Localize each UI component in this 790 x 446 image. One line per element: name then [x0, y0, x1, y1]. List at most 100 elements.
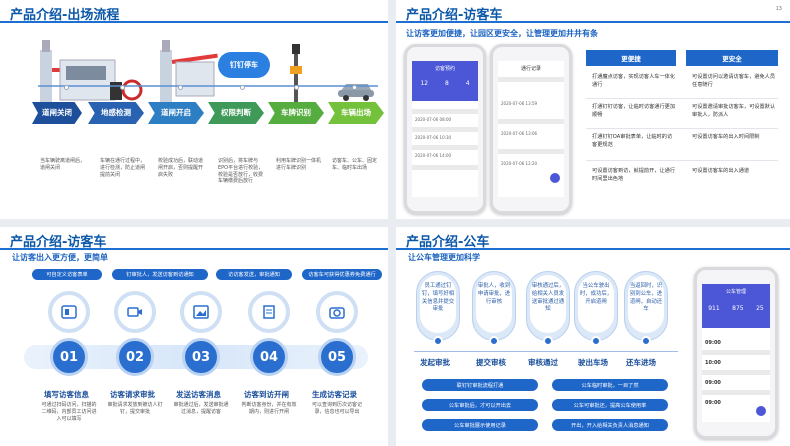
- step-label: 填写访客信息: [44, 390, 89, 399]
- step-pin: 当公车驶出时，成功后，开启道闸: [574, 271, 618, 346]
- barrier-gate-icon: [40, 40, 116, 102]
- phone-screen: 访客预约 12 8 4 2020-07-06 08:00 2020-07-06 …: [412, 61, 478, 197]
- step-label: 发起审批: [420, 358, 450, 367]
- step-desc: 识别后，将车牌与EPO平台进行校验，校验是否放行，收费车辆缴费后放行: [218, 158, 264, 185]
- step-number: 02: [116, 338, 154, 376]
- list-item[interactable]: 2020-07-06 08:00: [415, 117, 452, 122]
- stat-value: 4: [465, 80, 470, 87]
- page-number: 13: [775, 6, 782, 12]
- feature-pill: 公车可审批还，提高公车使用率: [552, 399, 668, 411]
- step-desc: 判断访客身份，并在有效期内，则进行开闸: [241, 402, 297, 415]
- step-desc: 可通过扫码访问，扫描的二维码，内部员工访问进入可以填写: [41, 402, 97, 422]
- stat-value: 911: [708, 305, 720, 312]
- column-header-convenient: 更便捷: [586, 50, 676, 66]
- step-pin: 员工通过钉钉，填写好相关信息并提交审批: [416, 271, 460, 346]
- cloud-label: 钉钉停车: [230, 61, 258, 69]
- list-item[interactable]: 2020-07-06 13:06: [501, 131, 538, 136]
- cloud-badge: 钉钉停车: [218, 52, 270, 78]
- timeline-dot: [352, 85, 357, 90]
- form-icon: [61, 305, 77, 319]
- step-label: 驶出车场: [578, 358, 608, 367]
- flow-illustrations: [38, 40, 378, 102]
- feature-pill: 公车临时审批，一目了然: [552, 379, 668, 391]
- timeline-dot: [64, 85, 69, 90]
- step-desc: 校验成功后，联动道闸开启，否则提醒开启失败: [158, 158, 204, 178]
- feature-pill: 公车审批展示使用记录: [422, 419, 538, 431]
- camera-icon: [329, 307, 345, 319]
- stat-value: 25: [756, 305, 764, 312]
- step-label: 访客到访开闸: [244, 390, 289, 399]
- timeline-dot: [178, 85, 183, 90]
- list-item[interactable]: 2020-07-06 13:59: [501, 101, 538, 106]
- step-desc: 车辆在通行过程中，进行检测，防止道闸提前关闭: [100, 158, 146, 178]
- list-item[interactable]: 2020-07-06 12:20: [501, 161, 538, 166]
- step-label: 发送访客消息: [176, 390, 221, 399]
- phone-mockup: 公车管理 911 875 25 09:00 10:00 09:00 09:00: [694, 267, 778, 439]
- panel-exit-flow: 产品介绍-出场流程: [0, 0, 388, 219]
- convenience-item: 可设置访客到访，就提前开，让通行时间里出色地: [592, 168, 676, 182]
- step-desc: 可以查询到历次访客记录，信息也可以导出: [311, 402, 362, 415]
- panel-title: 产品介绍-访客车: [406, 8, 503, 23]
- stat-value: 875: [732, 305, 744, 312]
- feature-pill: 访客车可获得优惠券免费通行: [302, 269, 382, 280]
- panel-official-car: 产品介绍-公车 让公车管理更加科学 员工通过钉钉，填写好相关信息并提交审批 审批…: [396, 227, 790, 446]
- feature-pill: 联钉钉审批流程打通: [422, 379, 538, 391]
- title-underline: [0, 21, 388, 23]
- stat-value: 12: [420, 80, 429, 87]
- step-number: 05: [318, 338, 356, 376]
- panel-subtitle: 让访客更加便捷，让园区更安全，让管理更加井井有条: [406, 29, 598, 38]
- step-plate-recog: 车牌识别: [268, 102, 324, 124]
- barrier-gate-open-icon: [160, 40, 218, 102]
- list-item[interactable]: 09:00: [705, 340, 721, 346]
- phone-mockup: 通行记录 2020-07-06 13:59 2020-07-06 13:06 2…: [490, 44, 572, 214]
- app-title: 访客预约: [434, 66, 455, 72]
- step-permission: 权限判断: [208, 102, 264, 124]
- step-door-close: 道闸关闭: [32, 102, 82, 124]
- list-item[interactable]: 09:00: [705, 380, 721, 386]
- step-number: 03: [182, 338, 220, 376]
- convenience-item: 打通钉钉访客，让临时访客通行更加顺畅: [592, 104, 676, 118]
- step-label: 生成访客记录: [312, 390, 357, 399]
- panel-subtitle: 让公车管理更加科学: [408, 253, 480, 262]
- list-item[interactable]: 10:00: [705, 360, 721, 366]
- security-item: 可设置访客车的出入通道: [692, 168, 750, 174]
- step-label: 审核通过: [528, 358, 558, 367]
- step-desc: 利用车牌识别一体机进行车牌识别: [276, 158, 322, 171]
- phone-screen: 公车管理 911 875 25 09:00 10:00 09:00 09:00: [702, 284, 770, 422]
- step-icon-circle: [114, 291, 156, 333]
- phone-screen: 通行记录 2020-07-06 13:59 2020-07-06 13:06 2…: [498, 61, 564, 197]
- step-pin: 审核通过后，给相关人员发送审批通过通知: [526, 271, 570, 346]
- feature-pill: 可自定义访客表单: [32, 269, 102, 280]
- feature-pill: 访访客发送，审批通知: [216, 269, 292, 280]
- add-button[interactable]: [756, 406, 766, 416]
- step-pin: 审批人，收到申请审批，进行审核: [472, 271, 516, 346]
- step-sensor: 地感检测: [88, 102, 144, 124]
- list-item[interactable]: 2020-07-06 14:00: [415, 153, 452, 158]
- step-desc: 审批通过后，发送审批通过消息，提醒访客: [173, 402, 229, 415]
- panel-subtitle: 让访客出入更方便，更简单: [12, 253, 108, 262]
- security-item: 可设置访问以邀请访客车，避免人员任意随行: [692, 74, 776, 88]
- phone-mockup: 访客预约 12 8 4 2020-07-06 08:00 2020-07-06 …: [404, 44, 486, 214]
- timeline-dot: [240, 85, 245, 90]
- feature-pill: 公车审批后，才可以开出去: [422, 399, 538, 411]
- column-header-secure: 更安全: [686, 50, 778, 66]
- add-button[interactable]: [550, 173, 560, 183]
- stat-value: 8: [444, 80, 449, 87]
- security-item: 可设置邀请审批访客车，可设置默认审批人，防派人: [692, 104, 776, 118]
- step-label: 访客请求审批: [110, 390, 155, 399]
- video-icon: [127, 307, 142, 317]
- step-number: 04: [250, 338, 288, 376]
- panel-visitor-flow: 产品介绍-访客车 让访客出入更方便，更简单 可自定义访客表单 钉审批人，发送访客…: [0, 227, 388, 446]
- convenience-item: 打通魔点访客，实现访客人车一体化通行: [592, 74, 676, 88]
- list-item[interactable]: 2020-07-06 10:30: [415, 135, 452, 140]
- ground-sensor-icon: [110, 79, 143, 101]
- step-icon-circle: [316, 291, 358, 333]
- step-desc: 访客车、公车、固定车、临时车出场: [332, 158, 378, 171]
- list-item[interactable]: 09:00: [705, 400, 721, 406]
- timeline-dot: [294, 85, 299, 90]
- panel-title: 产品介绍-公车: [406, 235, 490, 250]
- panel-title: 产品介绍-出场流程: [10, 8, 120, 23]
- step-pin: 当返回时，识别到公车，进道闸，自动还车: [624, 271, 668, 346]
- step-icon-circle: [48, 291, 90, 333]
- step-desc: 当车辆驶离道闸后，道闸关闭: [40, 158, 86, 171]
